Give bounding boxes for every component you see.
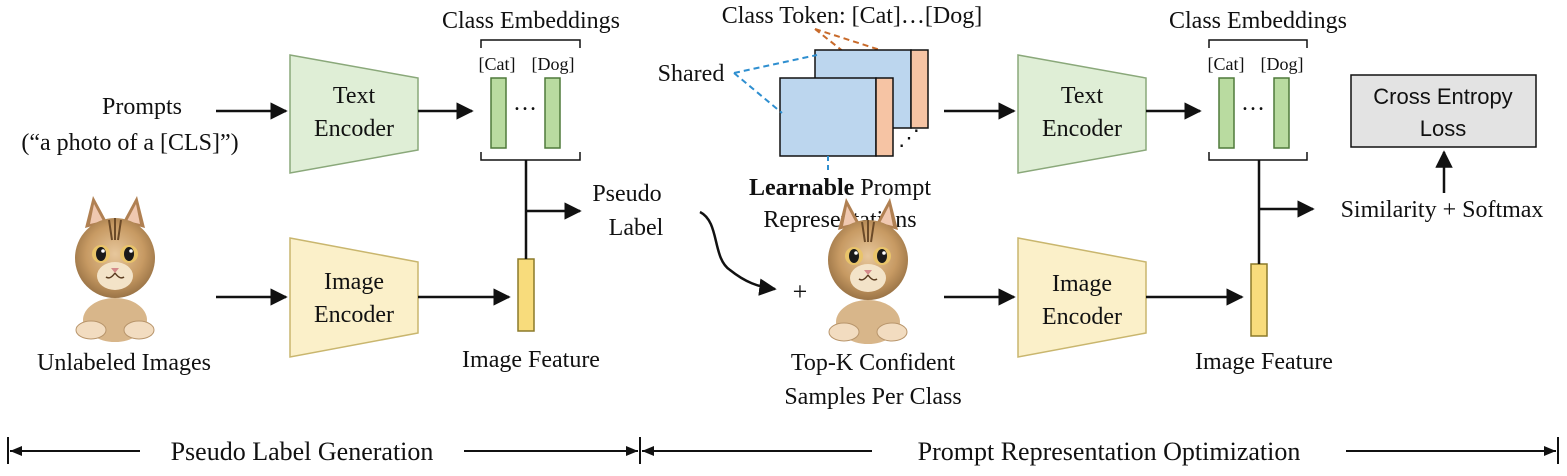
left-cat-embedding-bar <box>490 77 507 149</box>
loss-label-2: Loss <box>1420 116 1466 141</box>
topk-label-2: Samples Per Class <box>784 384 961 410</box>
right-image-feature-label: Image Feature <box>1195 349 1333 375</box>
right-cat-label: [Cat] <box>1208 54 1245 74</box>
front-prompt-card-body <box>779 77 877 157</box>
left-embeddings-bottom-bracket <box>480 152 581 161</box>
right-image-feature-bar <box>1250 263 1268 337</box>
right-text-encoder-label-2: Encoder <box>1042 116 1122 142</box>
right-text-encoder: Text Encoder <box>1017 54 1147 174</box>
shared-leader-line-back <box>733 54 818 74</box>
stage-left-arrowhead-end <box>626 446 638 456</box>
right-image-encoder: Image Encoder <box>1017 237 1147 358</box>
right-image-encoder-label-1: Image <box>1052 271 1112 297</box>
left-embeddings-top-bracket <box>480 39 581 48</box>
pseudo-label-curved-arrow <box>699 210 777 296</box>
prompt-cards-dots: ⋰ <box>898 125 920 150</box>
left-image-feature-label: Image Feature <box>462 347 600 373</box>
stage-right-arrowhead-end <box>1544 446 1556 456</box>
left-text-encoder: Text Encoder <box>289 54 419 174</box>
learnable-prompt-label: Learnable Prompt <box>749 175 931 201</box>
learnable-bold-word: Learnable <box>749 175 855 201</box>
prompts-template-label: (“a photo of a [CLS]”) <box>21 130 238 156</box>
pseudo-label-label-2: Label <box>609 215 664 241</box>
shared-label: Shared <box>658 61 725 87</box>
right-cat-embedding-bar <box>1218 77 1235 149</box>
pseudo-label-label-1: Pseudo <box>592 181 661 207</box>
stage-span-left: Pseudo Label Generation <box>7 437 638 466</box>
plus-sign: + <box>793 277 808 306</box>
stage-right-label: Prompt Representation Optimization <box>918 437 1301 466</box>
left-cat-image-icon <box>74 195 156 343</box>
left-text-encoder-shape <box>289 54 419 174</box>
stage-left-arrowhead-start <box>10 446 22 456</box>
left-class-embeddings-title: Class Embeddings <box>442 8 620 34</box>
cross-entropy-loss-box: Cross Entropy Loss <box>1350 74 1537 148</box>
loss-box-shape <box>1350 74 1537 148</box>
left-dog-label: [Dog] <box>532 54 575 74</box>
front-prompt-card <box>779 77 894 157</box>
unlabeled-images-label: Unlabeled Images <box>37 350 211 376</box>
left-text-encoder-label-1: Text <box>333 83 376 109</box>
right-dog-embedding-bar <box>1273 77 1290 149</box>
right-text-encoder-label-1: Text <box>1061 83 1104 109</box>
learnable-prompt-word: Prompt <box>854 175 931 201</box>
left-image-encoder-label-2: Encoder <box>314 302 394 328</box>
stage-left-label: Pseudo Label Generation <box>171 437 434 466</box>
back-prompt-card-class-token <box>910 49 929 129</box>
right-embeddings-top-bracket <box>1208 39 1308 48</box>
left-image-encoder-shape <box>289 237 419 358</box>
left-image-encoder: Image Encoder <box>289 237 419 358</box>
right-class-embeddings-title: Class Embeddings <box>1169 8 1347 34</box>
right-embeddings-ellipsis: … <box>1241 90 1265 116</box>
right-dog-label: [Dog] <box>1261 54 1304 74</box>
front-prompt-card-class-token <box>875 77 894 157</box>
similarity-softmax-label: Similarity + Softmax <box>1341 197 1544 223</box>
class-token-leader-line-back <box>814 28 906 59</box>
right-embeddings-bottom-bracket <box>1208 152 1308 161</box>
shared-leader-line-front <box>733 72 783 114</box>
stage-right-arrowhead-start <box>642 446 654 456</box>
right-image-encoder-label-2: Encoder <box>1042 304 1122 330</box>
left-cat-label: [Cat] <box>479 54 516 74</box>
left-text-encoder-label-2: Encoder <box>314 116 394 142</box>
left-image-encoder-label-1: Image <box>324 269 384 295</box>
left-dog-embedding-bar <box>544 77 561 149</box>
topk-label-1: Top-K Confident <box>791 350 956 376</box>
right-image-encoder-shape <box>1017 237 1147 358</box>
left-embeddings-ellipsis: … <box>513 90 537 116</box>
loss-label-1: Cross Entropy <box>1373 84 1512 109</box>
prompts-label: Prompts <box>102 94 182 120</box>
right-text-encoder-shape <box>1017 54 1147 174</box>
left-image-feature-bar <box>517 258 535 332</box>
stage-span-right: Prompt Representation Optimization <box>642 437 1559 466</box>
class-token-label: Class Token: [Cat]…[Dog] <box>722 3 983 29</box>
